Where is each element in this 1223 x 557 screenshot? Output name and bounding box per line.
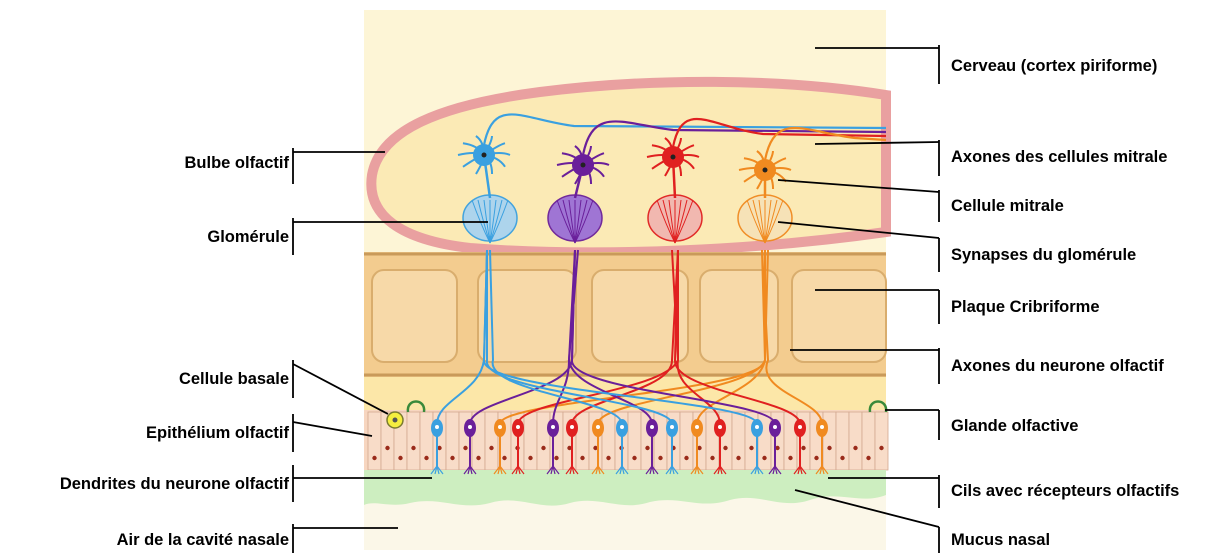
epithelium-cell — [836, 412, 849, 470]
label-bulbe-olfactif: Bulbe olfactif — [184, 153, 289, 173]
olfactory-neuron-nucleus — [596, 425, 600, 429]
olfactory-neuron-nucleus — [773, 425, 777, 429]
label-cellule-basale: Cellule basale — [179, 369, 289, 389]
epithelium-cell — [784, 412, 797, 470]
cell-nucleus — [736, 456, 740, 460]
olfactory-neuron-nucleus — [516, 425, 520, 429]
mitral-nucleus — [581, 163, 586, 168]
olfactory-neuron-nucleus — [670, 425, 674, 429]
epithelium-cell — [849, 412, 862, 470]
olfactory-neuron-nucleus — [695, 425, 699, 429]
label-mucus-nasal: Mucus nasal — [951, 530, 1050, 550]
label-air-cavite-nasale: Air de la cavité nasale — [117, 530, 289, 550]
label-glande-olfactive: Glande olfactive — [951, 416, 1078, 436]
cribriform-blocks — [372, 270, 886, 362]
cell-nucleus — [606, 456, 610, 460]
cell-nucleus — [801, 446, 805, 450]
cell-nucleus — [372, 456, 376, 460]
label-axones-mitrale: Axones des cellules mitrale — [951, 147, 1167, 167]
cell-nucleus — [866, 456, 870, 460]
cell-nucleus — [684, 456, 688, 460]
basal-cell-nucleus — [393, 418, 398, 423]
epithelium-cell — [875, 412, 888, 470]
cell-nucleus — [502, 456, 506, 460]
mitral-nucleus — [482, 153, 487, 158]
epithelium-cell — [602, 412, 615, 470]
label-cellule-mitrale: Cellule mitrale — [951, 196, 1064, 216]
cell-nucleus — [814, 456, 818, 460]
cell-nucleus — [749, 446, 753, 450]
epithelium-cell — [524, 412, 537, 470]
cell-nucleus — [762, 456, 766, 460]
label-epithelium-olfactif: Epithélium olfactif — [146, 423, 289, 443]
label-plaque-cribriforme: Plaque Cribriforme — [951, 297, 1100, 317]
epithelium-cell — [485, 412, 498, 470]
epithelium-cell — [472, 412, 485, 470]
olfactory-neuron-nucleus — [820, 425, 824, 429]
cell-nucleus — [658, 456, 662, 460]
label-cerveau: Cerveau (cortex piriforme) — [951, 56, 1157, 76]
epithelium-cell — [654, 412, 667, 470]
epithelium-cell — [576, 412, 589, 470]
epithelium-cell — [446, 412, 459, 470]
cell-nucleus — [554, 456, 558, 460]
olfactory-neuron-nucleus — [798, 425, 802, 429]
olfactory-neuron-nucleus — [570, 425, 574, 429]
cell-nucleus — [580, 456, 584, 460]
olfactory-neuron-nucleus — [468, 425, 472, 429]
cell-nucleus — [710, 456, 714, 460]
label-glomerule: Glomérule — [207, 227, 289, 247]
epithelium-cell — [680, 412, 693, 470]
cell-nucleus — [723, 446, 727, 450]
label-synapses-glomerule: Synapses du glomérule — [951, 245, 1136, 265]
cell-nucleus — [788, 456, 792, 460]
epithelium-cell — [732, 412, 745, 470]
cell-nucleus — [476, 456, 480, 460]
nasal-mucus — [364, 470, 886, 506]
label-cils-recepteurs: Cils avec récepteurs olfactifs — [951, 481, 1179, 501]
olfactory-neuron-nucleus — [620, 425, 624, 429]
cell-nucleus — [424, 456, 428, 460]
olfactory-neuron-nucleus — [498, 425, 502, 429]
cell-nucleus — [398, 456, 402, 460]
cribriform-block — [372, 270, 457, 362]
epithelium-cell — [407, 412, 420, 470]
cell-nucleus — [840, 456, 844, 460]
cell-nucleus — [541, 446, 545, 450]
cell-nucleus — [528, 456, 532, 460]
cell-nucleus — [853, 446, 857, 450]
label-axones-neurone: Axones du neurone olfactif — [951, 356, 1164, 376]
epithelium-cell — [537, 412, 550, 470]
cell-nucleus — [879, 446, 883, 450]
label-dendrites-neurone: Dendrites du neurone olfactif — [60, 474, 289, 494]
cell-nucleus — [632, 456, 636, 460]
mitral-nucleus — [671, 155, 676, 160]
cell-nucleus — [385, 446, 389, 450]
cell-nucleus — [645, 446, 649, 450]
cribriform-block — [792, 270, 886, 362]
olfactory-neuron-nucleus — [435, 425, 439, 429]
cell-nucleus — [450, 456, 454, 460]
olfactory-bulb — [371, 82, 886, 253]
olfactory-neuron-nucleus — [650, 425, 654, 429]
olfactory-neuron-nucleus — [551, 425, 555, 429]
olfactory-neuron-nucleus — [718, 425, 722, 429]
cell-nucleus — [411, 446, 415, 450]
olfactory-neuron-nucleus — [755, 425, 759, 429]
epithelium-cell — [862, 412, 875, 470]
cell-nucleus — [827, 446, 831, 450]
cell-nucleus — [463, 446, 467, 450]
mitral-nucleus — [763, 168, 768, 173]
epithelium-cell — [368, 412, 381, 470]
cell-nucleus — [489, 446, 493, 450]
epithelium-cell — [420, 412, 433, 470]
epithelium-cells — [368, 412, 888, 470]
epithelium-cell — [628, 412, 641, 470]
